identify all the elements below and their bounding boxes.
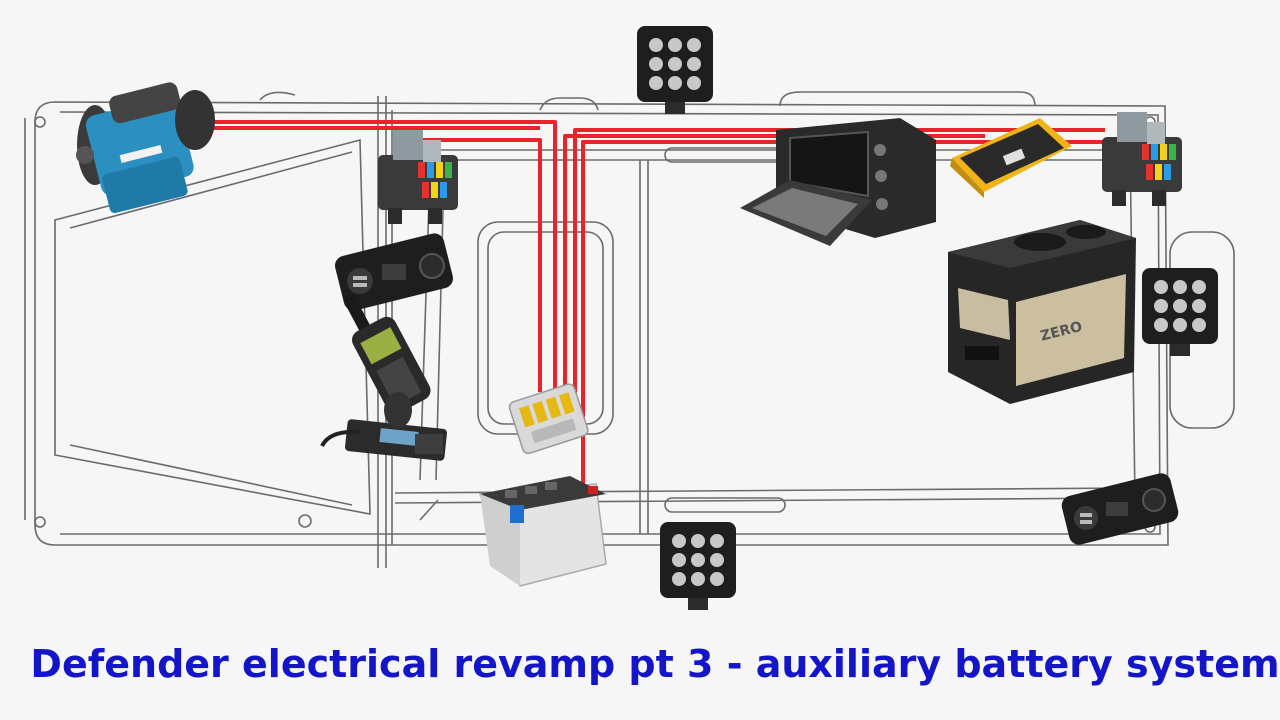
roof-light-icon [637,26,713,114]
usb-socket-front-icon [335,233,453,311]
bottom-light-icon [660,522,736,610]
cb-radio-icon [320,392,448,461]
air-compressor-icon [76,82,215,214]
usb-socket-rear-icon [1061,473,1179,545]
video-caption: Defender electrical revamp pt 3 - auxili… [30,642,1280,686]
auxiliary-battery-icon [478,476,607,587]
distribution-block-icon [508,383,589,455]
fuse-box-front-icon [378,130,458,224]
fridge-icon: ZERO [948,220,1136,404]
rear-light-icon [1142,268,1218,356]
fuse-box-rear-icon [1102,112,1182,206]
satellite-phone-icon [343,294,431,414]
power-inverter-icon [950,118,1072,198]
toaster-oven-icon [740,118,936,246]
